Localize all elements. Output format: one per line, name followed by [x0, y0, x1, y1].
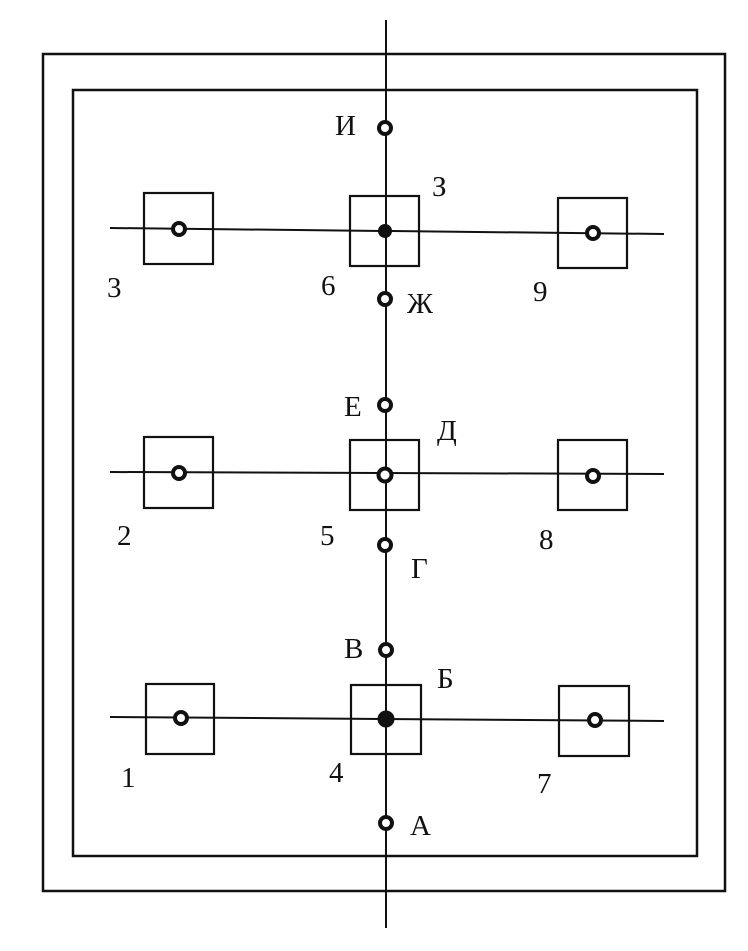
point-a [378, 815, 394, 831]
point-7 [587, 712, 603, 728]
square-7 [557, 684, 631, 758]
label-5: 5 [320, 520, 335, 552]
label-b: Б [437, 663, 454, 695]
label-g: Г [411, 553, 428, 585]
label-2: 2 [117, 520, 132, 552]
square-1 [144, 682, 216, 756]
square-9 [556, 196, 629, 270]
point-i [377, 120, 393, 136]
point-3 [171, 221, 187, 237]
point-5 [376, 466, 394, 484]
label-z: З [432, 171, 447, 203]
point-8 [585, 468, 601, 484]
point-v [378, 642, 394, 658]
point-g [377, 537, 393, 553]
label-a: А [410, 810, 431, 842]
square-5 [348, 438, 421, 512]
label-v: В [344, 633, 363, 665]
label-d: Д [437, 415, 457, 447]
point-2 [171, 465, 187, 481]
point-4 [377, 710, 395, 728]
square-3 [142, 191, 215, 266]
outer-frame [41, 52, 727, 893]
label-i: И [335, 110, 356, 142]
label-3: 3 [107, 272, 122, 304]
label-zh: Ж [407, 288, 433, 320]
square-2 [142, 435, 215, 510]
point-9 [585, 225, 601, 241]
label-1: 1 [121, 762, 136, 794]
label-e: Е [344, 391, 362, 423]
point-e [377, 397, 393, 413]
point-1 [173, 710, 189, 726]
square-4 [349, 683, 423, 756]
label-7: 7 [537, 768, 552, 800]
label-6: 6 [321, 270, 336, 302]
label-9: 9 [533, 276, 548, 308]
point-zh [377, 291, 393, 307]
label-4: 4 [329, 757, 344, 789]
label-8: 8 [539, 524, 554, 556]
square-6 [348, 194, 421, 268]
point-6 [378, 224, 392, 238]
square-8 [556, 438, 629, 512]
